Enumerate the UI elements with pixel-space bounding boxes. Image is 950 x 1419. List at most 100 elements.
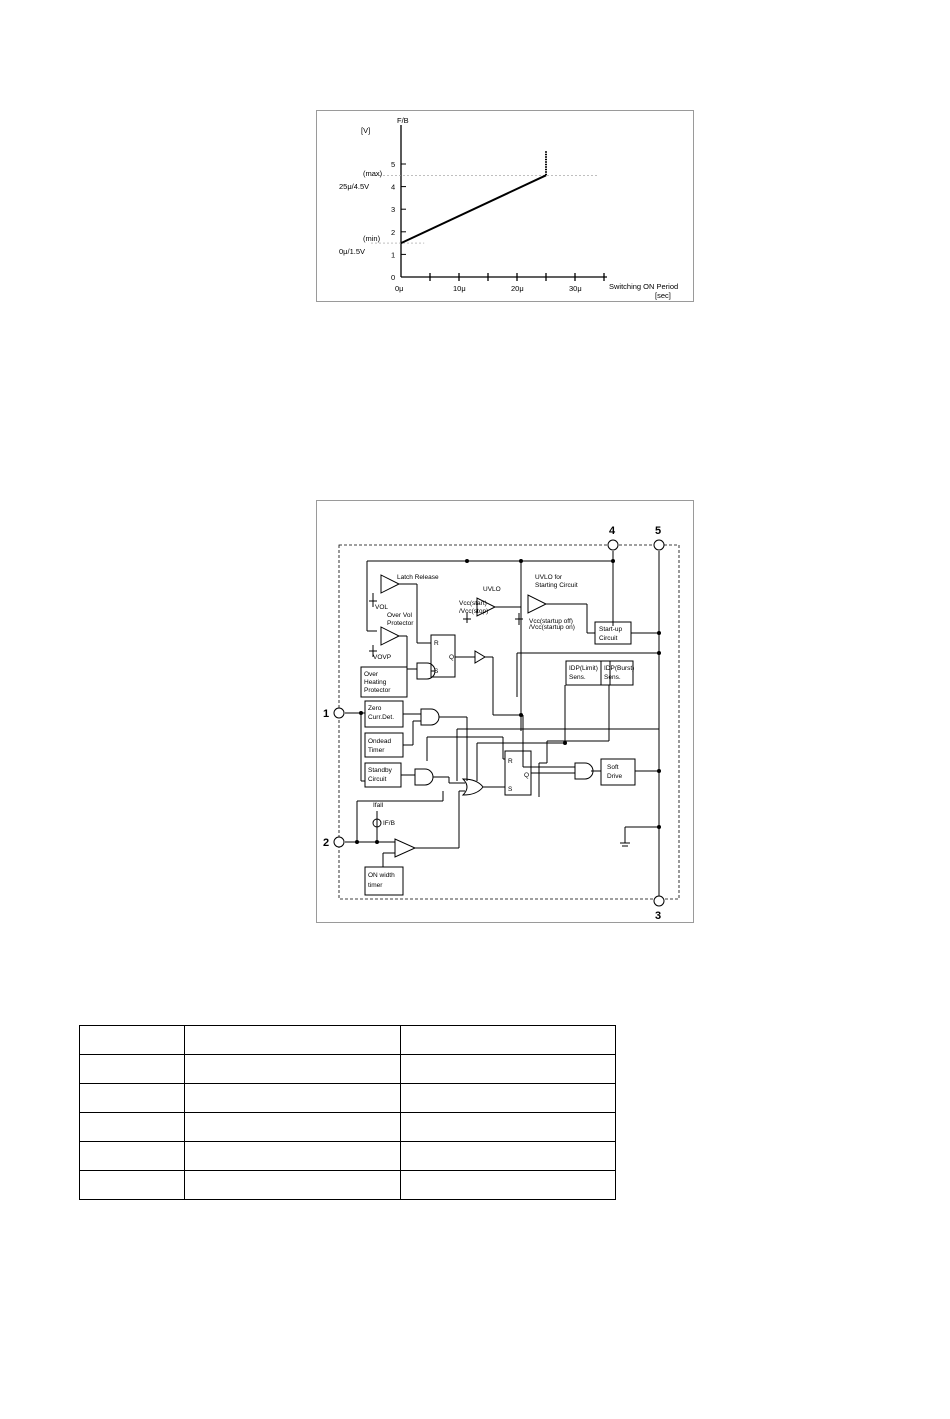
idp-limit-label-2: Sens. [569, 674, 586, 681]
vcc-start-label: Vcc(start) [459, 600, 487, 607]
chart-yunit: [V] [361, 126, 370, 135]
and-gate-3 [414, 768, 434, 786]
block-diagram-svg: 1 2 3 4 5 Latch Release UVLO UVLO for St… [323, 525, 680, 922]
y-tick-label: 2 [391, 228, 395, 237]
table-row [79, 1170, 616, 1200]
x-tick-label: 30μ [569, 284, 582, 293]
latch-q-label: Q [449, 654, 454, 661]
pin-table-body [79, 1025, 616, 1200]
over-vol-label-1: Over Vol [387, 612, 412, 619]
ondead-label-1: Ondead [368, 738, 392, 745]
pin-3 [653, 895, 665, 907]
on-width-label-2: timer [368, 882, 383, 889]
max-label: (max) [363, 169, 383, 178]
vcc-stop-label: /Vcc(stop) [459, 608, 488, 615]
table-cell [79, 1054, 185, 1084]
over-heat-label-1: Over [364, 671, 379, 678]
idp-burst-block [600, 660, 634, 686]
over-vol-label-2: Protector [387, 620, 414, 627]
standby-label-1: Standby [368, 767, 393, 774]
table-cell [184, 1025, 401, 1055]
ondead-label-2: Timer [368, 747, 385, 754]
y-tick-label: 4 [391, 183, 395, 192]
uvlo-label: UVLO [483, 586, 501, 593]
ic-boundary [338, 544, 680, 900]
latch-s-label: S [434, 668, 439, 675]
table-cell [184, 1112, 401, 1142]
chart-xunit: [sec] [655, 291, 671, 300]
y-tick-label: 3 [391, 205, 395, 214]
table-cell [400, 1170, 616, 1200]
over-heat-label-2: Heating [364, 679, 387, 686]
idp-burst-label-1: IDP(Burst) [604, 665, 634, 672]
pin-1 [333, 707, 345, 719]
uvlo-start-comparator [527, 594, 548, 614]
rsff-r-label: R [508, 758, 513, 765]
and-gate-4 [574, 762, 594, 780]
table-row [79, 1083, 616, 1113]
table-cell [184, 1170, 401, 1200]
soft-drive-label-2: Drive [607, 773, 623, 780]
pin-1-label: 1 [323, 708, 329, 720]
table-row [79, 1141, 616, 1171]
pin-4-label: 4 [609, 525, 616, 537]
or-gate [461, 778, 484, 796]
standby-label-2: Circuit [368, 776, 387, 783]
table-cell [184, 1083, 401, 1113]
idp-limit-block [565, 660, 611, 686]
startup-label-1: Start-up [599, 626, 623, 633]
soft-drive-label-1: Soft [607, 764, 619, 771]
table-cell [79, 1025, 185, 1055]
min-value-label: 0μ/1.5V [339, 247, 365, 256]
pin-5-label: 5 [655, 525, 661, 537]
pin-2 [333, 836, 345, 848]
chart-ylabel: F/B [397, 116, 409, 125]
pin-table [79, 1025, 616, 1200]
uvlo-start-label-1: UVLO for [535, 574, 563, 581]
zero-curr-label-1: Zero [368, 705, 382, 712]
fall-current-label: Ifall [373, 802, 384, 809]
pin-4 [607, 539, 619, 551]
x-tick-label: 0μ [395, 284, 404, 293]
min-label: (min) [363, 234, 381, 243]
table-cell [79, 1083, 185, 1113]
table-cell [400, 1054, 616, 1084]
y-tick-label: 5 [391, 160, 395, 169]
on-width-timer-block [364, 866, 404, 896]
table-cell [184, 1141, 401, 1171]
latch-ff [430, 634, 456, 678]
table-cell [400, 1083, 616, 1113]
over-heat-label-3: Protector [364, 687, 391, 694]
idp-limit-label-1: IDP(Limit) [569, 665, 598, 672]
zero-curr-label-2: Curr.Det. [368, 714, 394, 721]
vcc-startup-on-label: /Vcc(startup on) [529, 624, 575, 631]
and-gate-1 [416, 662, 436, 680]
table-cell [79, 1141, 185, 1171]
block-diagram-figure: 1 2 3 4 5 Latch Release UVLO UVLO for St… [316, 500, 694, 923]
vcc-startup-off-label: Vcc(startup off) [529, 618, 573, 625]
latch-r-label: R [434, 640, 439, 647]
ovp-comparator [380, 626, 401, 646]
x-tick-label: 20μ [511, 284, 524, 293]
latch-release-label: Latch Release [397, 574, 439, 581]
table-cell [400, 1141, 616, 1171]
table-row [79, 1112, 616, 1142]
fb-current-label: IF/B [383, 820, 395, 827]
rsff-s-label: S [508, 786, 513, 793]
table-cell [79, 1170, 185, 1200]
buffer [474, 650, 486, 664]
vol-label: VOL [375, 604, 388, 611]
latch-release-comparator [380, 574, 401, 594]
pin-3-label: 3 [655, 910, 661, 922]
soft-drive-block [600, 758, 636, 786]
table-cell [79, 1112, 185, 1142]
table-row [79, 1025, 616, 1055]
fb-comparator [394, 838, 417, 858]
max-value-label: 25μ/4.5V [339, 182, 369, 191]
table-cell [400, 1025, 616, 1055]
uvlo-comparator [476, 597, 497, 617]
startup-label-2: Circuit [599, 635, 618, 642]
